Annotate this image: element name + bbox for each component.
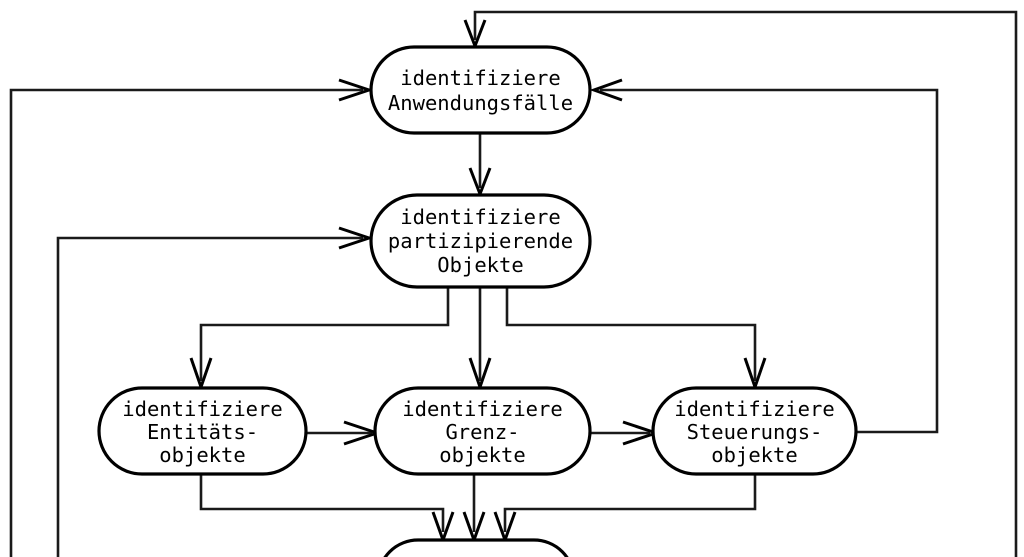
node-anwendungsfaelle-line2: Anwendungsfälle — [388, 91, 573, 115]
node-entitaetsobjekte-line3: objekte — [159, 443, 245, 467]
edge-left-loop-to-partizipierende — [56, 226, 374, 557]
node-grenzobjekte-line2: Grenz- — [445, 420, 519, 444]
edge-partizipierende-to-grenz — [468, 287, 492, 392]
node-steuerungsobjekte-line3: objekte — [711, 443, 797, 467]
node-partizipierende-objekte[interactable]: identifiziere partizipierende Objekte — [369, 193, 592, 289]
edge-entitaets-to-grenz — [306, 420, 382, 446]
node-bottom-cropped-shape[interactable] — [378, 538, 574, 557]
node-entitaetsobjekte[interactable]: identifiziere Entitäts- objekte — [97, 386, 308, 476]
edge-left-loop-to-anwendungsfaelle — [9, 78, 374, 557]
node-anwendungsfaelle-shape[interactable] — [369, 45, 592, 135]
node-steuerungsobjekte-line1: identifiziere — [674, 397, 834, 421]
edge-steuerungs-to-bottom — [493, 474, 757, 545]
edge-right-loop-to-anwendungsfaelle — [589, 78, 939, 434]
edge-anwendungsfaelle-to-partizipierende — [468, 133, 492, 199]
node-anwendungsfaelle[interactable]: identifiziere Anwendungsfälle — [369, 45, 592, 135]
edge-partizipierende-to-entitaets — [189, 287, 450, 392]
node-bottom-cropped[interactable] — [378, 538, 574, 557]
node-anwendungsfaelle-line1: identifiziere — [400, 66, 560, 90]
node-entitaetsobjekte-shape[interactable] — [97, 386, 308, 476]
edge-partizipierende-to-steuerungs — [505, 287, 767, 392]
node-grenzobjekte-shape[interactable] — [373, 386, 592, 476]
node-grenzobjekte-line1: identifiziere — [402, 397, 562, 421]
node-partizipierende-objekte-line2: partizipierende — [388, 229, 573, 253]
node-partizipierende-objekte-line3: Objekte — [437, 253, 523, 277]
node-steuerungsobjekte-line2: Steuerungs- — [687, 420, 823, 444]
edge-grenz-to-bottom — [462, 474, 486, 545]
node-grenzobjekte[interactable]: identifiziere Grenz- objekte — [373, 386, 592, 476]
node-entitaetsobjekte-line1: identifiziere — [122, 397, 282, 421]
node-entitaetsobjekte-line2: Entitäts- — [147, 420, 258, 444]
node-partizipierende-objekte-shape[interactable] — [369, 193, 592, 289]
edge-entitaets-to-bottom — [199, 474, 455, 545]
node-steuerungsobjekte[interactable]: identifiziere Steuerungs- objekte — [651, 386, 858, 476]
node-steuerungsobjekte-shape[interactable] — [651, 386, 858, 476]
edge-grenz-to-steuerungs — [590, 420, 661, 446]
node-partizipierende-objekte-line1: identifiziere — [400, 205, 560, 229]
node-grenzobjekte-line3: objekte — [439, 443, 525, 467]
